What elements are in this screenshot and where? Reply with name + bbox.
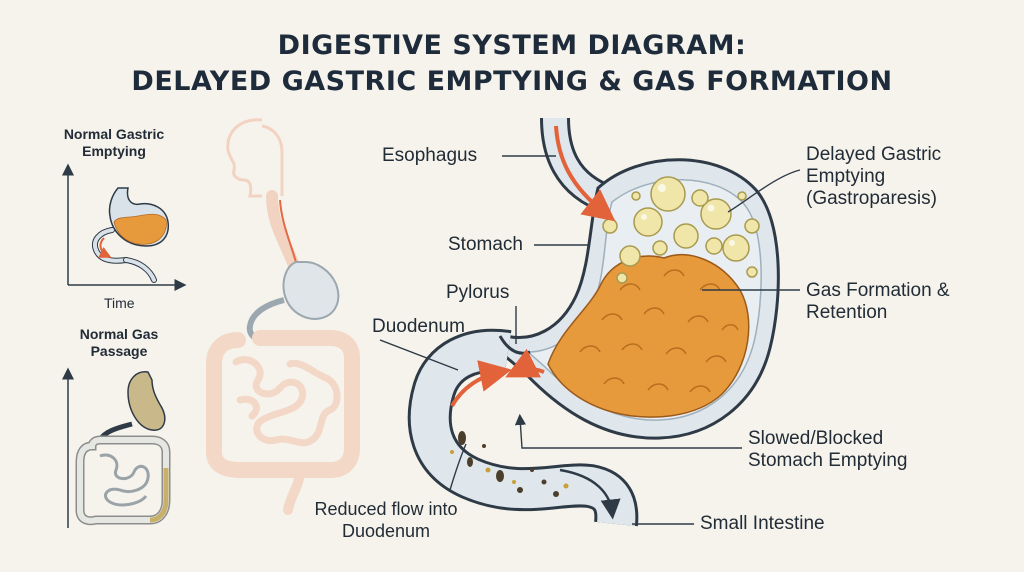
label-pylorus: Pylorus [446, 282, 510, 303]
label-stomach: Stomach [448, 234, 523, 255]
title-line-1: DIGESTIVE SYSTEM DIAGRAM: [277, 30, 747, 61]
label-small-intestine: Small Intestine [700, 513, 825, 534]
label-gas-formation: Gas Formation & Retention [806, 280, 950, 323]
leader-lines [379, 155, 801, 525]
inset-normal-gas [62, 367, 171, 528]
label-duodenum: Duodenum [372, 316, 465, 337]
inset1-x-axis-label: Time [104, 295, 135, 311]
stomach-to-pylorus-arrow [505, 348, 545, 378]
inset1-title: Normal Gastric Emptying [63, 126, 165, 159]
small-intestine-flow-arrow [559, 468, 621, 520]
label-esophagus: Esophagus [382, 145, 478, 166]
inset-normal-emptying [62, 163, 187, 291]
food-texture [579, 269, 739, 393]
inset1-stomach [92, 187, 170, 283]
inset2-title: Normal Gas Passage [79, 326, 159, 359]
intestine-particles [458, 431, 559, 497]
title-line-2: DELAYED GASTRIC EMPTYING & GAS FORMATION [131, 66, 893, 97]
duodenum-intestine [407, 328, 639, 527]
label-slowed-emptying: Slowed/Blocked Stomach Emptying [748, 428, 908, 471]
inset2-digestive-tract [75, 371, 171, 526]
main-stomach [498, 117, 780, 440]
label-delayed-emptying: Delayed Gastric Emptying (Gastroparesis) [806, 144, 942, 209]
duodenum-flow-arrow [450, 360, 512, 408]
label-reduced-flow: Reduced flow into Duodenum [314, 499, 458, 541]
esophagus-flow-arrow [554, 125, 616, 222]
diagram-title: DIGESTIVE SYSTEM DIAGRAM: DELAYED GASTRI… [0, 28, 1024, 100]
pale-digestive-system [206, 118, 360, 515]
